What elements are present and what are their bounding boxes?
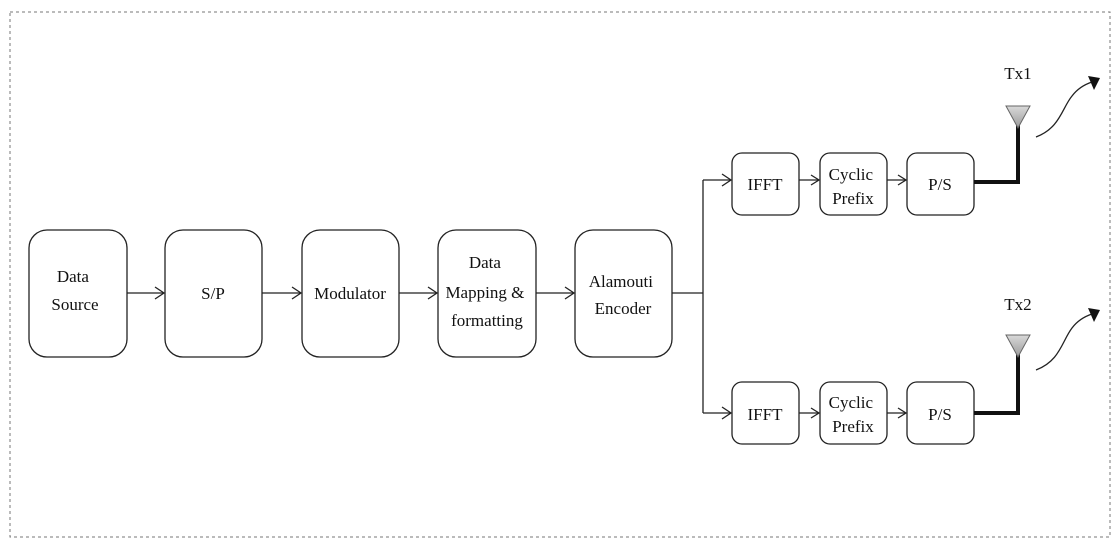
svg-text:S/P: S/P: [201, 284, 225, 303]
ifft-block-1: IFFT: [731, 152, 800, 216]
svg-text:Cyclic Prefix: Cyclic Prefix: [829, 165, 878, 208]
data-source-block: Data Source: [28, 229, 128, 358]
data-source-line-1: Data: [57, 267, 90, 286]
tx2-signal-arrow: [1035, 313, 1093, 371]
modulator-label: Modulator: [314, 284, 386, 303]
tx2-antenna: Tx2: [1004, 295, 1100, 371]
data-source-line-2: Source: [51, 295, 98, 314]
data-mapping-line-1: Data: [469, 253, 502, 272]
tx1-arrowhead: [1088, 76, 1100, 90]
cyclic-prefix-block-1: Cyclic Prefix: [819, 152, 888, 216]
svg-text:Modulator: Modulator: [314, 284, 386, 303]
tx1-signal-arrow: [1035, 81, 1093, 138]
cyclic-prefix-block-2: Cyclic Prefix: [819, 381, 888, 445]
main-chain-arrows: [127, 286, 576, 300]
alamouti-encoder-block: Alamouti Encoder: [574, 229, 673, 358]
tx2-feed-line: [974, 352, 1020, 415]
cyclic-prefix-1-line-1: Cyclic: [829, 165, 874, 184]
tx1-feed-line: [974, 120, 1020, 184]
diagram-border: [9, 11, 1111, 538]
tx2-label: Tx2: [1004, 295, 1031, 314]
alamouti-line-2: Encoder: [595, 299, 652, 318]
sp-block: S/P: [164, 229, 263, 358]
svg-text:Data Mapping & for: Data Mapping & formatting: [445, 253, 528, 330]
svg-text:Data Source: Data Source: [51, 267, 98, 314]
svg-text:Alamouti Encoder: Alamouti Encoder: [589, 272, 657, 318]
branch-1-arrows: [799, 174, 908, 186]
svg-text:Cyclic Prefix: Cyclic Prefix: [829, 393, 878, 436]
cyclic-prefix-1-line-2: Prefix: [832, 189, 874, 208]
ps-2-label: P/S: [928, 405, 952, 424]
tx1-label: Tx1: [1004, 64, 1031, 83]
data-mapping-line-2: Mapping &: [445, 283, 524, 302]
data-mapping-block: Data Mapping & formatting: [437, 229, 537, 358]
ps-block-1: P/S: [906, 152, 975, 216]
sp-label: S/P: [201, 284, 225, 303]
modulator-block: Modulator: [301, 229, 400, 358]
svg-text:P/S: P/S: [928, 405, 952, 424]
data-mapping-line-3: formatting: [451, 311, 523, 330]
cyclic-prefix-2-line-2: Prefix: [832, 417, 874, 436]
tx2-arrowhead: [1088, 308, 1100, 322]
cyclic-prefix-2-line-1: Cyclic: [829, 393, 874, 412]
branch-split-lines: [672, 173, 733, 420]
tx1-antenna: Tx1: [1004, 64, 1100, 138]
ps-block-2: P/S: [906, 381, 975, 445]
ps-1-label: P/S: [928, 175, 952, 194]
ifft-block-2: IFFT: [731, 381, 800, 445]
ifft-1-label: IFFT: [748, 175, 784, 194]
alamouti-line-1: Alamouti: [589, 272, 653, 291]
svg-text:IFFT: IFFT: [748, 405, 784, 424]
branch-2-arrows: [799, 407, 908, 419]
svg-text:IFFT: IFFT: [748, 175, 784, 194]
svg-text:P/S: P/S: [928, 175, 952, 194]
ifft-2-label: IFFT: [748, 405, 784, 424]
